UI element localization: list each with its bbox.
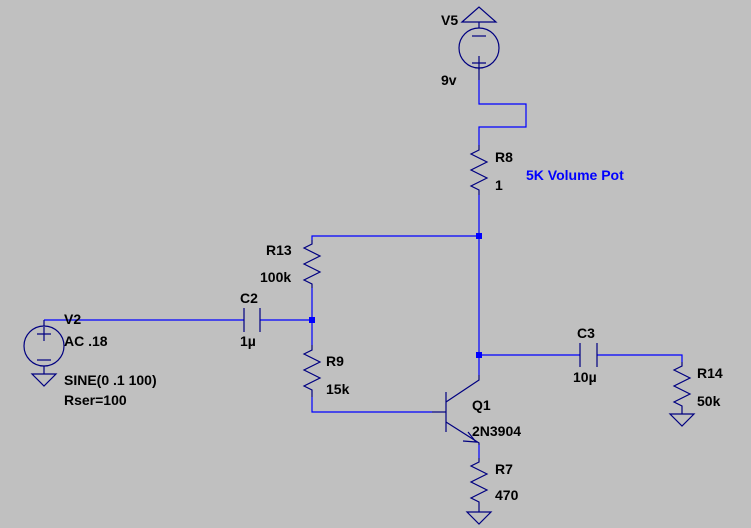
- wires: [44, 80, 683, 458]
- resistor-r9[interactable]: [302, 345, 322, 397]
- signal-source-v2[interactable]: [23, 320, 65, 387]
- q1-collector: [445, 375, 480, 403]
- ground-symbol: [460, 6, 498, 23]
- r14-name-label: R14: [697, 365, 723, 381]
- r14-value-label: 50k: [697, 393, 721, 409]
- r7-name-label: R7: [495, 461, 513, 477]
- capacitor-c3[interactable]: [579, 343, 598, 367]
- junctions: [309, 233, 482, 358]
- r13-value-label: 100k: [260, 269, 291, 285]
- ground-symbol: [465, 508, 493, 525]
- junction-dot: [476, 352, 482, 358]
- junction-dot: [476, 233, 482, 239]
- c2-value-label: 1µ: [240, 333, 256, 349]
- v2-value-label: AC .18: [64, 333, 108, 349]
- wire-c3-to-r14[interactable]: [597, 354, 683, 362]
- r13-zigzag: [302, 240, 322, 288]
- c3-value-label: 10µ: [573, 369, 597, 385]
- r8-name-label: R8: [495, 149, 513, 165]
- r8-value-label: 1: [495, 177, 503, 193]
- r7-zigzag: [469, 458, 489, 508]
- resistor-r13[interactable]: [302, 240, 322, 288]
- v5-value-label: 9v: [441, 72, 457, 88]
- q1-emitter: [445, 421, 480, 445]
- c3-name-label: C3: [577, 325, 595, 341]
- q1-emitter-arrow: [462, 431, 478, 443]
- r9-zigzag: [302, 345, 322, 397]
- plus-sign: [472, 56, 486, 70]
- q1-value-label: 2N3904: [472, 423, 521, 439]
- transistor-q1[interactable]: [432, 375, 480, 445]
- ground-symbol: [30, 373, 58, 387]
- q1-name-label: Q1: [472, 397, 491, 413]
- r13-name-label: R13: [266, 242, 292, 258]
- r14-zigzag: [672, 362, 692, 412]
- c3-plates: [579, 343, 598, 367]
- wire-r9-to-base[interactable]: [311, 397, 432, 413]
- r9-name-label: R9: [326, 353, 344, 369]
- c2-name-label: C2: [240, 290, 258, 306]
- capacitor-c2[interactable]: [243, 308, 261, 332]
- volume-pot-note: 5K Volume Pot: [526, 167, 624, 183]
- r8-zigzag: [469, 145, 489, 195]
- wire-v5-to-r8[interactable]: [478, 80, 527, 145]
- v5-name-label: V5: [441, 12, 458, 28]
- plus-sign: [37, 327, 51, 341]
- voltage-source-v5[interactable]: [458, 6, 500, 80]
- resistor-r14[interactable]: [668, 362, 696, 427]
- c2-plates: [243, 308, 261, 332]
- v2-name-label: V2: [64, 311, 81, 327]
- resistor-r8[interactable]: [469, 145, 489, 195]
- ground-symbol: [668, 412, 696, 427]
- v2-rser-label: Rser=100: [64, 392, 127, 408]
- wire-top-node-to-r13[interactable]: [311, 235, 479, 240]
- junction-dot: [309, 317, 315, 323]
- resistor-r7[interactable]: [465, 458, 493, 525]
- v2-sine-label: SINE(0 .1 100): [64, 372, 157, 388]
- r7-value-label: 470: [495, 487, 519, 503]
- r9-value-label: 15k: [326, 381, 350, 397]
